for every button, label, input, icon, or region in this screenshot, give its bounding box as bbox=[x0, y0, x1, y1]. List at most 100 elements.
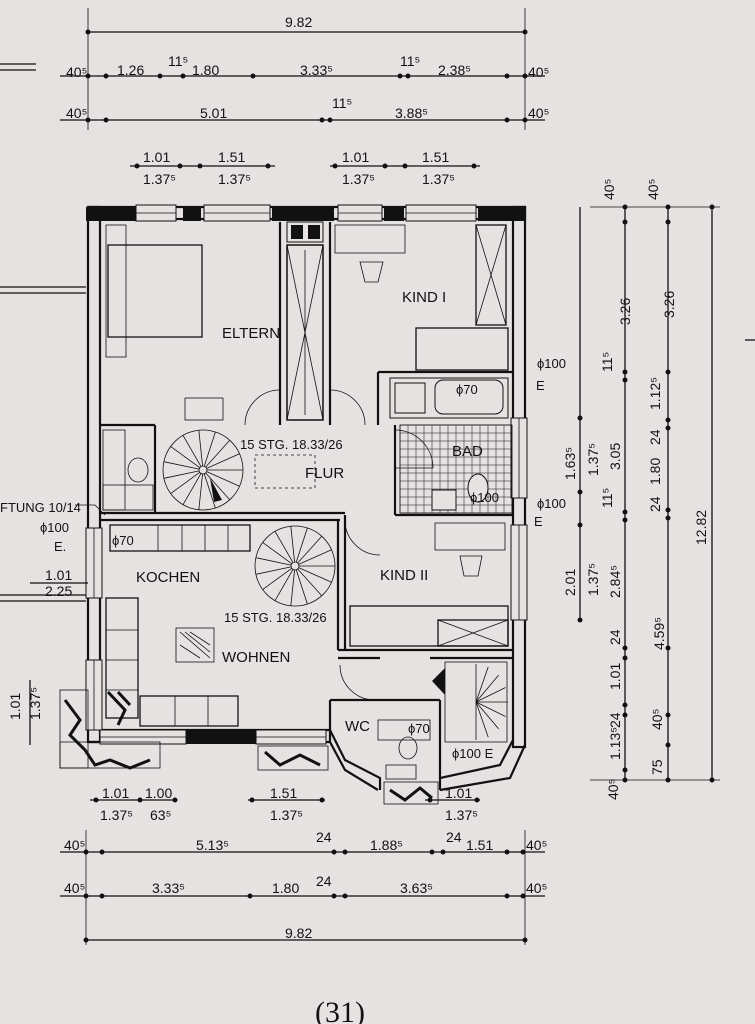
dimension-dot bbox=[622, 645, 628, 651]
dimension-dot bbox=[709, 777, 715, 783]
bottom-window-dim: 1.37⁵ bbox=[270, 807, 303, 823]
stair-tread bbox=[298, 567, 332, 583]
right-dim: 3.26 bbox=[617, 298, 633, 325]
top-row2-dim: 3.88⁵ bbox=[395, 105, 428, 121]
top-row1-dim: 1.26 bbox=[117, 62, 144, 78]
bottom-row1-dim: 40⁵ bbox=[526, 837, 547, 853]
dimension-dot bbox=[665, 369, 671, 375]
room-flur: FLUR bbox=[305, 465, 344, 482]
left-dim: 1.37⁵ bbox=[27, 687, 43, 720]
bottom-window-dim: 1.37⁵ bbox=[100, 807, 133, 823]
dimension-dot bbox=[665, 219, 671, 225]
dimension-dot bbox=[577, 522, 583, 528]
stair-tread bbox=[206, 471, 240, 487]
stair-tread bbox=[198, 430, 203, 467]
top-row2-dim: 5.01 bbox=[200, 105, 227, 121]
stair-tread bbox=[475, 666, 489, 703]
window-dim: 1.37⁵ bbox=[422, 171, 455, 187]
stair-tread bbox=[255, 557, 292, 566]
room-labels: ELTERN KIND I BAD FLUR KOCHEN WOHNEN KIN… bbox=[112, 289, 566, 761]
dimension-dot bbox=[622, 509, 628, 515]
dimension-dot bbox=[709, 204, 715, 210]
right-dim: 2.01 bbox=[562, 569, 578, 596]
stair-tread bbox=[163, 470, 200, 479]
dimension-dot bbox=[665, 777, 671, 783]
window-dim: 1.51 bbox=[218, 149, 245, 165]
right-dim: 1.63⁵ bbox=[562, 447, 578, 480]
stairs bbox=[162, 429, 508, 743]
dimension-dot bbox=[622, 204, 628, 210]
room-bad: BAD bbox=[452, 443, 483, 460]
vent-label: ϕ100 bbox=[537, 496, 566, 511]
stair-tread bbox=[205, 472, 231, 500]
top-dimensions: 9.82 40⁵ 1.26 11⁵ 1.80 3.33⁵ 11⁵ 2.38⁵ 4… bbox=[0, 8, 549, 187]
page-number: (31) bbox=[315, 996, 365, 1024]
stair-tread bbox=[295, 527, 308, 563]
vent-label: ϕ100 E bbox=[452, 746, 494, 761]
right-dim: 40⁵ bbox=[605, 779, 621, 800]
stair-tread bbox=[170, 472, 200, 494]
bottom-row2-dim: 40⁵ bbox=[526, 880, 547, 896]
vent-label: ϕ70 bbox=[456, 382, 478, 397]
room-wohnen: WOHNEN bbox=[222, 649, 290, 666]
top-row1-dim: 11⁵ bbox=[400, 53, 420, 69]
stair-tread bbox=[198, 473, 203, 510]
stair-tread bbox=[170, 446, 200, 468]
top-row1-dim: 3.33⁵ bbox=[300, 62, 333, 78]
right-total-dim: 12.82 bbox=[693, 510, 709, 545]
window-dim: 1.01 bbox=[342, 149, 369, 165]
dimension-dot bbox=[622, 712, 628, 718]
room-eltern: ELTERN bbox=[222, 325, 280, 342]
room-kind1: KIND I bbox=[402, 289, 446, 306]
bottom-row1-dim: 5.13⁵ bbox=[196, 837, 229, 853]
top-row1-dim: 1.80 bbox=[192, 62, 219, 78]
bottom-window-dim: 1.00 bbox=[145, 785, 172, 801]
window-dim: 1.37⁵ bbox=[218, 171, 251, 187]
window-dim: 1.37⁵ bbox=[143, 171, 176, 187]
stair-tread bbox=[205, 440, 231, 468]
right-dim: 1.80 bbox=[647, 458, 663, 485]
stair-tread bbox=[163, 461, 200, 470]
dimension-dot bbox=[577, 489, 583, 495]
right-dim: 24 bbox=[607, 712, 623, 728]
window-dim: 1.51 bbox=[422, 149, 449, 165]
bottom-row1-dim: 1.51 bbox=[466, 837, 493, 853]
top-row2-dim: 40⁵ bbox=[528, 105, 549, 121]
bottom-dimensions: 1.01 1.00 1.37⁵ 63⁵ 1.51 1.37⁵ 1.01 1.37… bbox=[60, 785, 547, 1024]
bottom-window-dim: 1.01 bbox=[445, 785, 472, 801]
top-row2-dim: 40⁵ bbox=[66, 105, 87, 121]
left-dim: 2.25 bbox=[45, 583, 72, 599]
stair-tread bbox=[297, 536, 323, 564]
left-dim: FTUNG 10/14 bbox=[0, 500, 81, 515]
outer-walls bbox=[85, 204, 528, 792]
top-row1-dim: 40⁵ bbox=[528, 64, 549, 80]
dimension-dot bbox=[622, 767, 628, 773]
right-dim: 40⁵ bbox=[649, 709, 665, 730]
right-dim: 40⁵ bbox=[645, 179, 661, 200]
bottom-row2-dim: 40⁵ bbox=[64, 880, 85, 896]
bottom-total-dim: 9.82 bbox=[285, 925, 312, 941]
room-kochen: KOCHEN bbox=[136, 569, 200, 586]
stair-tread bbox=[475, 687, 506, 703]
right-dim: 2.84⁵ bbox=[607, 565, 623, 598]
right-dim: 11⁵ bbox=[599, 352, 615, 372]
vent-label: ϕ70 bbox=[112, 533, 134, 548]
room-kind2: KIND II bbox=[380, 567, 428, 584]
stair-tread bbox=[203, 431, 216, 467]
window-dim: 1.37⁵ bbox=[342, 171, 375, 187]
dimension-dot bbox=[665, 417, 671, 423]
dimension-dot bbox=[665, 507, 671, 513]
left-dim: E. bbox=[54, 539, 66, 554]
stair-tread bbox=[255, 566, 292, 575]
dimension-dot bbox=[665, 742, 671, 748]
right-dim: 1.13⁵ bbox=[607, 727, 623, 760]
bottom-row1-dim: 40⁵ bbox=[64, 837, 85, 853]
dimension-dot bbox=[622, 702, 628, 708]
dimension-dot bbox=[577, 415, 583, 421]
right-dim: 1.01 bbox=[607, 663, 623, 690]
right-dim: 11⁵ bbox=[599, 488, 615, 508]
bottom-window-dim: 1.01 bbox=[102, 785, 129, 801]
dimension-dot bbox=[665, 712, 671, 718]
stair-tread bbox=[274, 531, 294, 563]
